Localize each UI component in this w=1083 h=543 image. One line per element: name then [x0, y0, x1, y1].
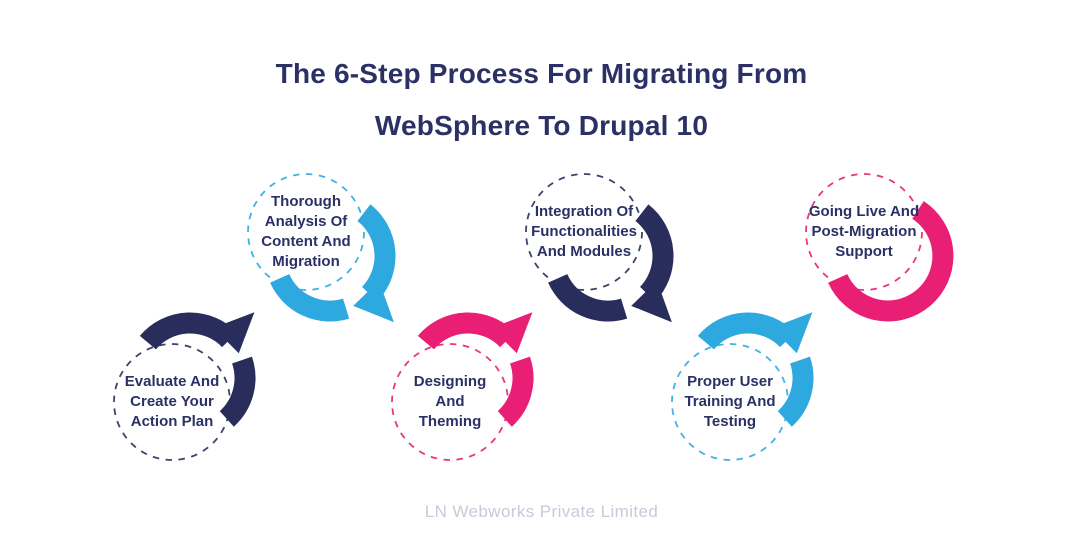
- arc-segment: [270, 273, 350, 322]
- step-label-line: Going Live And: [808, 203, 920, 220]
- step-label-line: And Modules: [536, 243, 632, 260]
- step-6-going-live-support: Going Live And Post-Migration Support: [788, 156, 988, 356]
- step-label-line: Evaluate And: [124, 373, 220, 390]
- step-label-line: Designing: [413, 373, 487, 390]
- page-title-line-1: The 6-Step Process For Migrating From: [275, 58, 808, 89]
- step-label-line: Analysis Of: [264, 213, 348, 230]
- brand-credit: LN Webworks Private Limited: [424, 502, 659, 521]
- arc-segment: [548, 273, 628, 322]
- arc-segment: [497, 356, 534, 427]
- step-label-line: Thorough: [271, 193, 341, 210]
- circular-arc-icon: [805, 173, 954, 322]
- step-2-thorough-analysis: Thorough Analysis Of Content And Migrati…: [230, 156, 430, 356]
- step-label-line: Create Your: [130, 393, 214, 410]
- arc-segment: [777, 356, 814, 427]
- step-label: Integration Of Functionalities And Modul…: [509, 202, 659, 262]
- circular-arrow-icon: [247, 173, 396, 323]
- circular-arrow-icon: [113, 312, 256, 461]
- step-label-line: Integration Of: [534, 203, 634, 220]
- arc-segment: [828, 201, 954, 322]
- circular-arrow-icon: [525, 173, 674, 323]
- step-label: Designing And Theming: [375, 372, 525, 432]
- step-label-line: Support: [835, 243, 893, 260]
- step-label: Proper User Training And Testing: [655, 372, 805, 432]
- arc-segment: [417, 312, 516, 350]
- circular-arrow-icon: [391, 312, 534, 461]
- step-label-line: And: [435, 393, 465, 410]
- step-label-line: Migration: [272, 253, 340, 270]
- dashed-circle: [247, 173, 365, 291]
- arc-segment: [139, 312, 238, 350]
- step-label-line: Testing: [703, 413, 757, 430]
- arrowhead-icon: [213, 312, 255, 354]
- arrowhead-icon: [491, 312, 533, 354]
- arrowhead-icon: [631, 280, 672, 323]
- arrowhead-icon: [771, 312, 813, 354]
- step-label-line: Action Plan: [130, 413, 214, 430]
- arc-segment: [697, 312, 796, 350]
- step-label-line: Functionalities: [531, 223, 637, 240]
- step-label-line: Content And: [261, 233, 351, 250]
- page-title-line-2: WebSphere To Drupal 10: [374, 110, 709, 141]
- dashed-circle: [805, 173, 923, 291]
- step-label: Going Live And Post-Migration Support: [789, 202, 939, 262]
- arrowhead-icon: [353, 280, 394, 323]
- step-1-evaluate-and-create-action-plan: Evaluate And Create Your Action Plan: [90, 278, 290, 478]
- arc-segment: [219, 356, 256, 427]
- dashed-circle: [525, 173, 643, 291]
- circular-arrow-icon: [671, 312, 814, 461]
- step-label-line: Theming: [418, 413, 482, 430]
- step-5-proper-user-training: Proper User Training And Testing: [648, 278, 848, 478]
- step-label-line: Post-Migration: [811, 223, 917, 240]
- step-4-integration-of-functionalities: Integration Of Functionalities And Modul…: [508, 156, 708, 356]
- page-title: The 6-Step Process For Migrating From We…: [0, 48, 1083, 152]
- step-label-line: Proper User: [687, 373, 773, 390]
- step-label-line: Training And: [684, 393, 776, 410]
- step-label: Thorough Analysis Of Content And Migrati…: [231, 192, 381, 272]
- step-3-designing-and-theming: Designing And Theming: [368, 278, 568, 478]
- step-label: Evaluate And Create Your Action Plan: [97, 372, 247, 432]
